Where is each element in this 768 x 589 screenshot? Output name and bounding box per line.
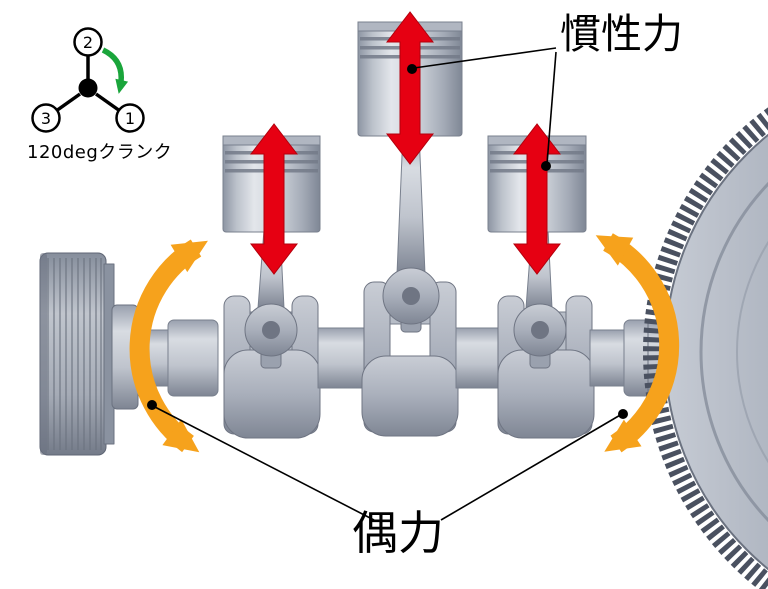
crank-angle-legend: 2 3 1 <box>31 27 145 133</box>
leader-inertia-right <box>546 51 557 165</box>
leader-couple-right <box>440 413 623 521</box>
legend-circle-3 <box>31 103 61 133</box>
pulley-ribs <box>47 258 102 450</box>
leader-dot-piston-right <box>541 161 551 171</box>
legend-number-right: 1 <box>125 109 135 128</box>
couple-force-label: 偶力 <box>352 506 444 560</box>
annotation-lines <box>147 47 628 521</box>
legend-center-dot <box>78 78 98 98</box>
couple-arrows <box>129 233 680 453</box>
inertia-arrow-right <box>512 123 562 275</box>
shaft-segment-1 <box>317 327 365 389</box>
leader-dot-couple-right <box>618 409 628 419</box>
inertia-force-label: 慣性力 <box>560 10 683 58</box>
crank-angle-caption: 120degクランク <box>27 142 173 163</box>
couple-arrow-left <box>129 239 208 453</box>
inertia-force-arrows <box>249 11 562 275</box>
leader-inertia-center <box>413 47 557 69</box>
leader-dot-couple-left <box>147 400 157 410</box>
legend-number-top: 2 <box>83 33 93 52</box>
legend-circle-2 <box>73 27 103 57</box>
inertia-arrow-left <box>249 123 299 275</box>
legend-circle-1 <box>115 103 145 133</box>
shaft-segment-3 <box>589 329 627 387</box>
legend-rotation-arrow <box>101 47 129 94</box>
leader-dot-piston-center <box>407 64 417 74</box>
leader-couple-left <box>152 405 375 521</box>
couple-arrow-right <box>595 233 680 453</box>
main-journal-left <box>167 319 219 397</box>
shaft-segment-2 <box>455 327 503 389</box>
legend-number-left: 3 <box>41 109 51 128</box>
inertia-arrow-center <box>385 11 435 165</box>
crank-pulley <box>39 252 115 456</box>
